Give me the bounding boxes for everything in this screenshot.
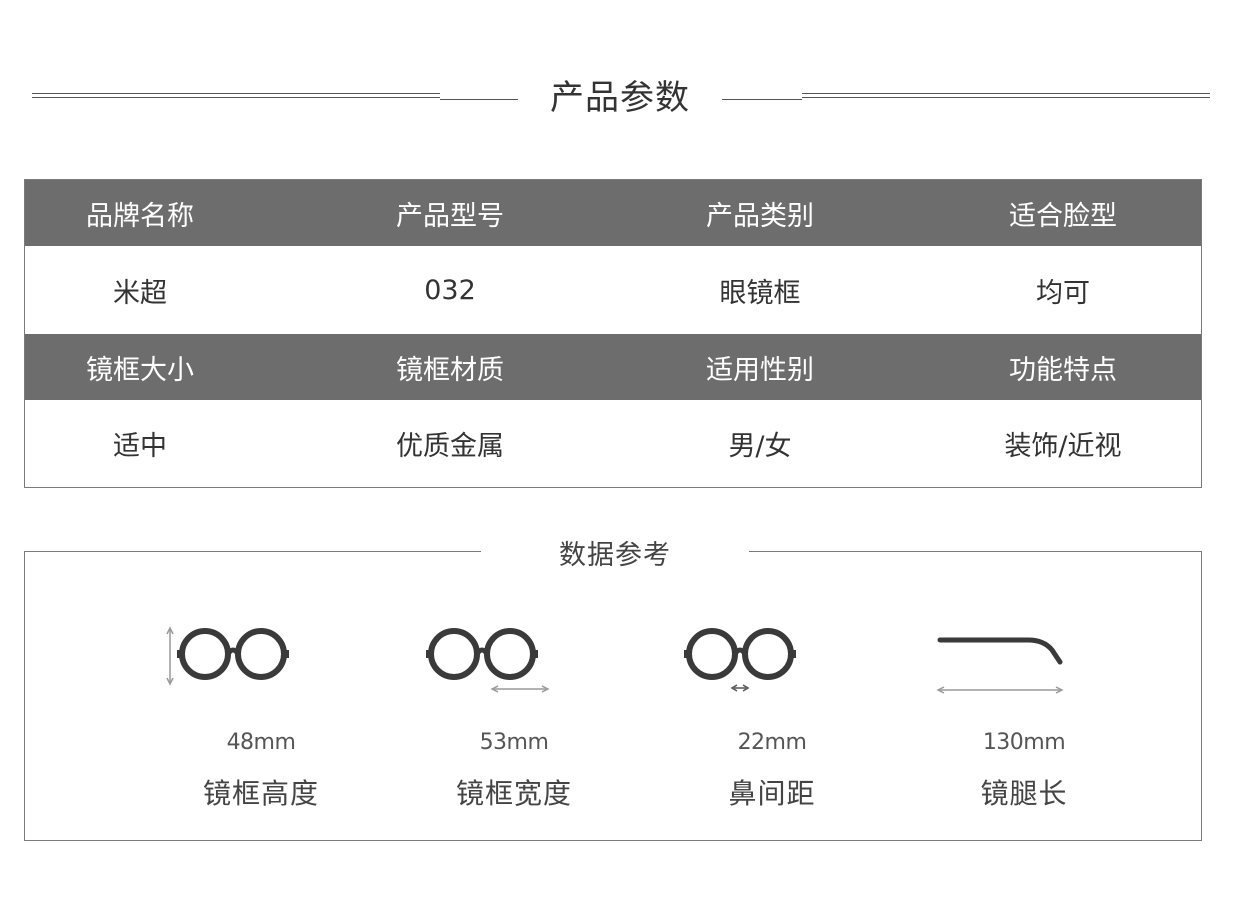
table-value-row: 米超 032 眼镜框 均可 [25,246,1201,334]
reference-title: 数据参考 [481,530,749,574]
table-value-cell: 032 [424,274,476,306]
glasses-height-icon [166,626,289,686]
header-rule-right-single [722,99,802,100]
section-title: 产品参数 [550,78,690,118]
metric-frame-width: 53mm 镜框宽度 [414,612,614,812]
metric-value: 53mm [479,730,549,755]
table-header-cell: 产品类别 [706,200,814,232]
header-rule-right-double [802,93,1210,98]
data-reference-box: 数据参考 48mm 镜框高度 53mm 镜框宽度 [24,530,1202,841]
table-header-cell: 镜框材质 [396,354,504,386]
glasses-width-icon [426,628,550,693]
table-header-cell: 功能特点 [1009,354,1117,386]
temple-length-icon [936,637,1064,694]
table-value-row: 适中 优质金属 男/女 装饰/近视 [25,400,1201,487]
parameter-table: 品牌名称 产品型号 产品类别 适合脸型 米超 032 眼镜框 均可 镜框大小 镜… [24,179,1202,488]
table-header-cell: 品牌名称 [86,200,194,232]
table-value-cell: 男/女 [728,431,792,462]
table-header-cell: 产品型号 [396,200,504,232]
table-value-cell: 适中 [113,431,167,462]
metric-value: 130mm [982,730,1066,755]
metric-value: 48mm [226,730,296,755]
metric-temple-length: 130mm 镜腿长 [924,612,1124,812]
metric-label: 镜框宽度 [455,777,572,810]
header-rule-left-single [440,99,518,100]
section-header: 产品参数 [0,66,1240,126]
metric-value: 22mm [737,730,807,755]
glasses-bridge-icon [684,628,796,692]
table-value-cell: 米超 [113,277,167,309]
table-header-cell: 适合脸型 [1009,200,1117,232]
metric-bridge-distance: 22mm 鼻间距 [672,612,872,812]
table-value-cell: 均可 [1036,277,1090,309]
table-header-row: 品牌名称 产品型号 产品类别 适合脸型 [25,180,1201,246]
table-value-cell: 装饰/近视 [1004,431,1122,462]
metric-frame-height: 48mm 镜框高度 [161,612,361,812]
table-value-cell: 优质金属 [396,431,504,462]
metric-label: 镜框高度 [202,777,319,810]
metric-label: 镜腿长 [980,777,1068,810]
metric-label: 鼻间距 [728,777,816,810]
table-header-row: 镜框大小 镜框材质 适用性别 功能特点 [25,334,1201,400]
table-value-cell: 眼镜框 [719,277,801,309]
header-rule-left-double [32,93,440,98]
table-header-cell: 适用性别 [706,354,814,386]
table-header-cell: 镜框大小 [86,354,194,386]
